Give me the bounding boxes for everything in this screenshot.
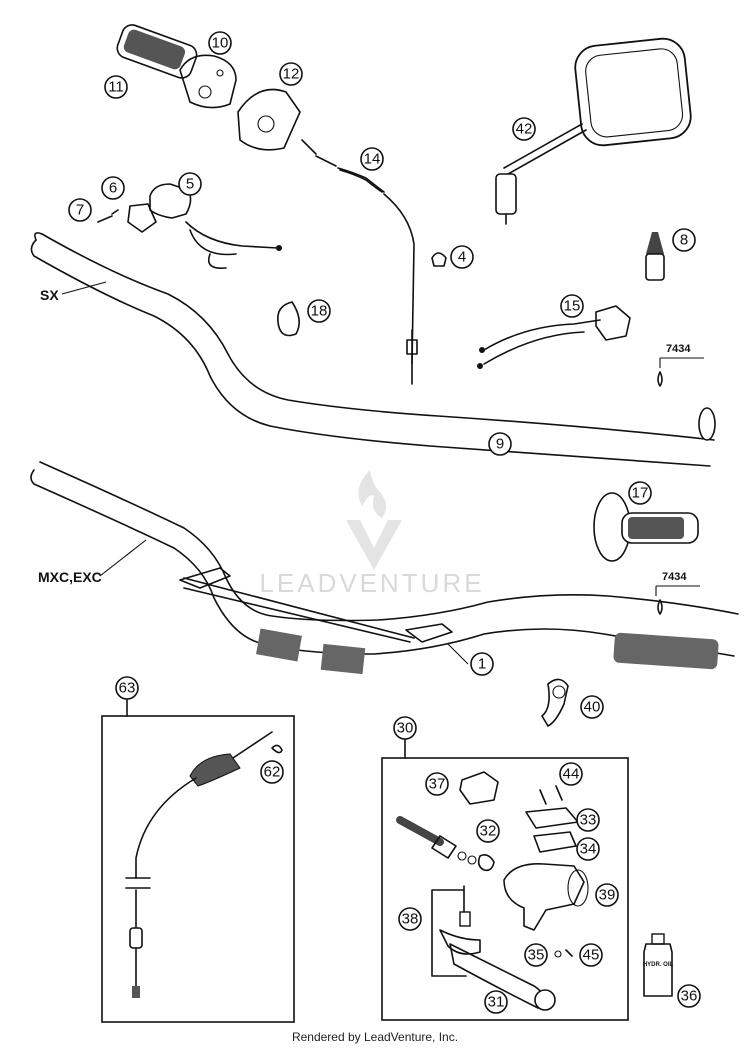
- svg-text:37: 37: [429, 776, 446, 793]
- oil-bottle-label: HYDR. OIL: [643, 962, 674, 968]
- svg-text:5: 5: [186, 176, 194, 193]
- mirror-part: [495, 37, 692, 225]
- throttle-cable-part: [301, 139, 418, 385]
- cable-tie-part: [276, 301, 300, 337]
- svg-text:45: 45: [583, 947, 600, 964]
- svg-text:14: 14: [364, 151, 381, 168]
- label-torque-lower: 7434: [662, 571, 687, 583]
- svg-text:1: 1: [478, 656, 486, 673]
- callout-14[interactable]: 14: [360, 147, 384, 171]
- master-cylinder-kit-box: [381, 737, 629, 1021]
- callout-45[interactable]: 45: [579, 943, 603, 967]
- svg-text:8: 8: [680, 232, 688, 249]
- svg-text:31: 31: [488, 994, 505, 1011]
- callout-10[interactable]: 10: [208, 31, 232, 55]
- kill-switch-part: [97, 183, 282, 270]
- callout-42[interactable]: 42: [512, 117, 536, 141]
- leader-lines: [61, 281, 704, 665]
- callout-39[interactable]: 39: [595, 883, 619, 907]
- svg-text:30: 30: [397, 720, 414, 737]
- handlebar-sx-part: [30, 232, 716, 467]
- svg-text:39: 39: [599, 887, 616, 904]
- svg-text:18: 18: [311, 303, 328, 320]
- label-torque-upper: 7434: [666, 343, 691, 355]
- callout-63[interactable]: 63: [115, 676, 139, 700]
- callout-40[interactable]: 40: [580, 695, 604, 719]
- svg-text:36: 36: [681, 988, 698, 1005]
- callout-6[interactable]: 6: [101, 176, 125, 200]
- svg-text:4: 4: [458, 249, 466, 266]
- label-sx: SX: [40, 287, 59, 303]
- svg-text:40: 40: [584, 699, 601, 716]
- svg-text:33: 33: [580, 812, 597, 829]
- callout-44[interactable]: 44: [559, 762, 583, 786]
- callout-17[interactable]: 17: [628, 481, 652, 505]
- svg-text:34: 34: [580, 841, 597, 858]
- callout-62[interactable]: 62: [260, 760, 284, 784]
- svg-text:11: 11: [108, 79, 124, 96]
- callout-36[interactable]: 36: [677, 984, 701, 1008]
- callout-34[interactable]: 34: [576, 837, 600, 861]
- svg-text:42: 42: [516, 121, 533, 138]
- callout-38[interactable]: 38: [398, 907, 422, 931]
- svg-text:17: 17: [632, 485, 649, 502]
- svg-text:62: 62: [264, 764, 281, 781]
- svg-text:15: 15: [564, 298, 581, 315]
- throttle-grip-part: [116, 24, 237, 109]
- callout-4[interactable]: 4: [450, 245, 474, 269]
- svg-text:38: 38: [402, 911, 419, 928]
- svg-text:44: 44: [563, 766, 580, 783]
- callout-1[interactable]: 1: [470, 652, 494, 676]
- svg-text:10: 10: [212, 35, 229, 52]
- callout-35[interactable]: 35: [524, 943, 548, 967]
- switch-part: [477, 305, 631, 369]
- label-mxc-exc: MXC,EXC: [38, 569, 102, 585]
- svg-text:6: 6: [109, 180, 117, 197]
- callout-18[interactable]: 18: [307, 299, 331, 323]
- grease-tube-part: [645, 232, 665, 281]
- callout-5[interactable]: 5: [178, 172, 202, 196]
- callout-31[interactable]: 31: [484, 990, 508, 1014]
- watermark-text: LEADVENTURE: [259, 568, 484, 598]
- callout-7[interactable]: 7: [68, 198, 92, 222]
- callout-30[interactable]: 30: [393, 716, 417, 740]
- cable-kit-box: [101, 699, 295, 1023]
- callout-37[interactable]: 37: [425, 772, 449, 796]
- watermark: LEADVENTURE: [259, 470, 484, 598]
- grip-part: [593, 492, 699, 562]
- handlebar-mxc-part: [30, 461, 739, 675]
- svg-text:7: 7: [76, 202, 84, 219]
- svg-text:63: 63: [119, 680, 136, 697]
- callout-9[interactable]: 9: [488, 432, 512, 456]
- callout-15[interactable]: 15: [560, 294, 584, 318]
- svg-text:35: 35: [528, 947, 545, 964]
- clamp-part: [541, 678, 569, 727]
- callout-12[interactable]: 12: [279, 62, 303, 86]
- callout-8[interactable]: 8: [672, 228, 696, 252]
- svg-text:32: 32: [480, 823, 497, 840]
- hydraulic-oil-bottle-part: HYDR. OIL: [643, 933, 674, 997]
- throttle-cover-part: [237, 88, 301, 151]
- svg-text:12: 12: [283, 66, 300, 83]
- svg-text:9: 9: [496, 436, 504, 453]
- callout-32[interactable]: 32: [476, 819, 500, 843]
- callout-33[interactable]: 33: [576, 808, 600, 832]
- cap-part: [431, 252, 447, 267]
- callout-11[interactable]: 11: [104, 75, 128, 99]
- footer-credit: Rendered by LeadVenture, Inc.: [291, 1030, 459, 1044]
